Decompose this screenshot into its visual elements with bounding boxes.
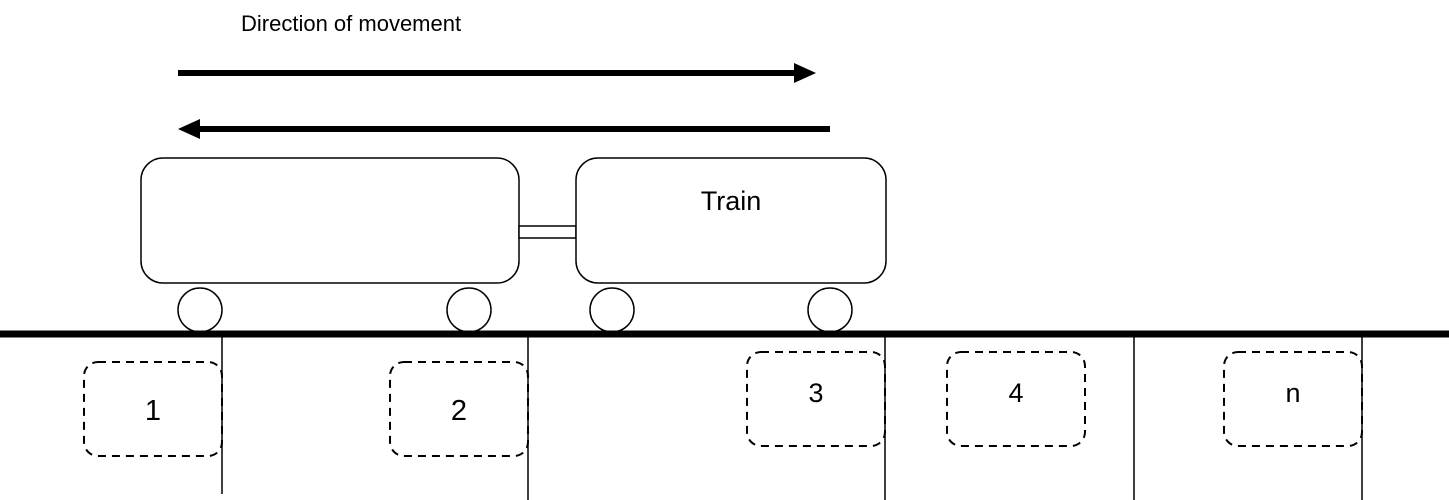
segment-box-4: 4: [946, 351, 1086, 447]
direction-label: Direction of movement: [241, 11, 461, 36]
segment-box-n: n: [1223, 351, 1363, 447]
wheel: [177, 287, 223, 333]
arrow-left-icon: [178, 119, 830, 139]
segment-dividers: [221, 334, 1363, 500]
wheel: [446, 287, 492, 333]
segment-label: 1: [145, 395, 161, 427]
train-coupler: [518, 225, 577, 239]
train-wagon-left: [140, 157, 520, 333]
segment-label: 4: [1008, 378, 1023, 408]
segment-box-2: 2: [389, 361, 529, 457]
wheel: [807, 287, 853, 333]
segment-box-3: 3: [746, 351, 886, 447]
segment-label: n: [1285, 378, 1300, 408]
wheel: [589, 287, 635, 333]
arrow-right-icon: [178, 63, 816, 83]
segment-label: 3: [808, 378, 823, 408]
train-label: Train: [701, 186, 762, 216]
segment-label: 2: [451, 395, 467, 427]
segment-box-1: 1: [83, 361, 223, 457]
train-wagon-right: Train: [575, 157, 887, 333]
